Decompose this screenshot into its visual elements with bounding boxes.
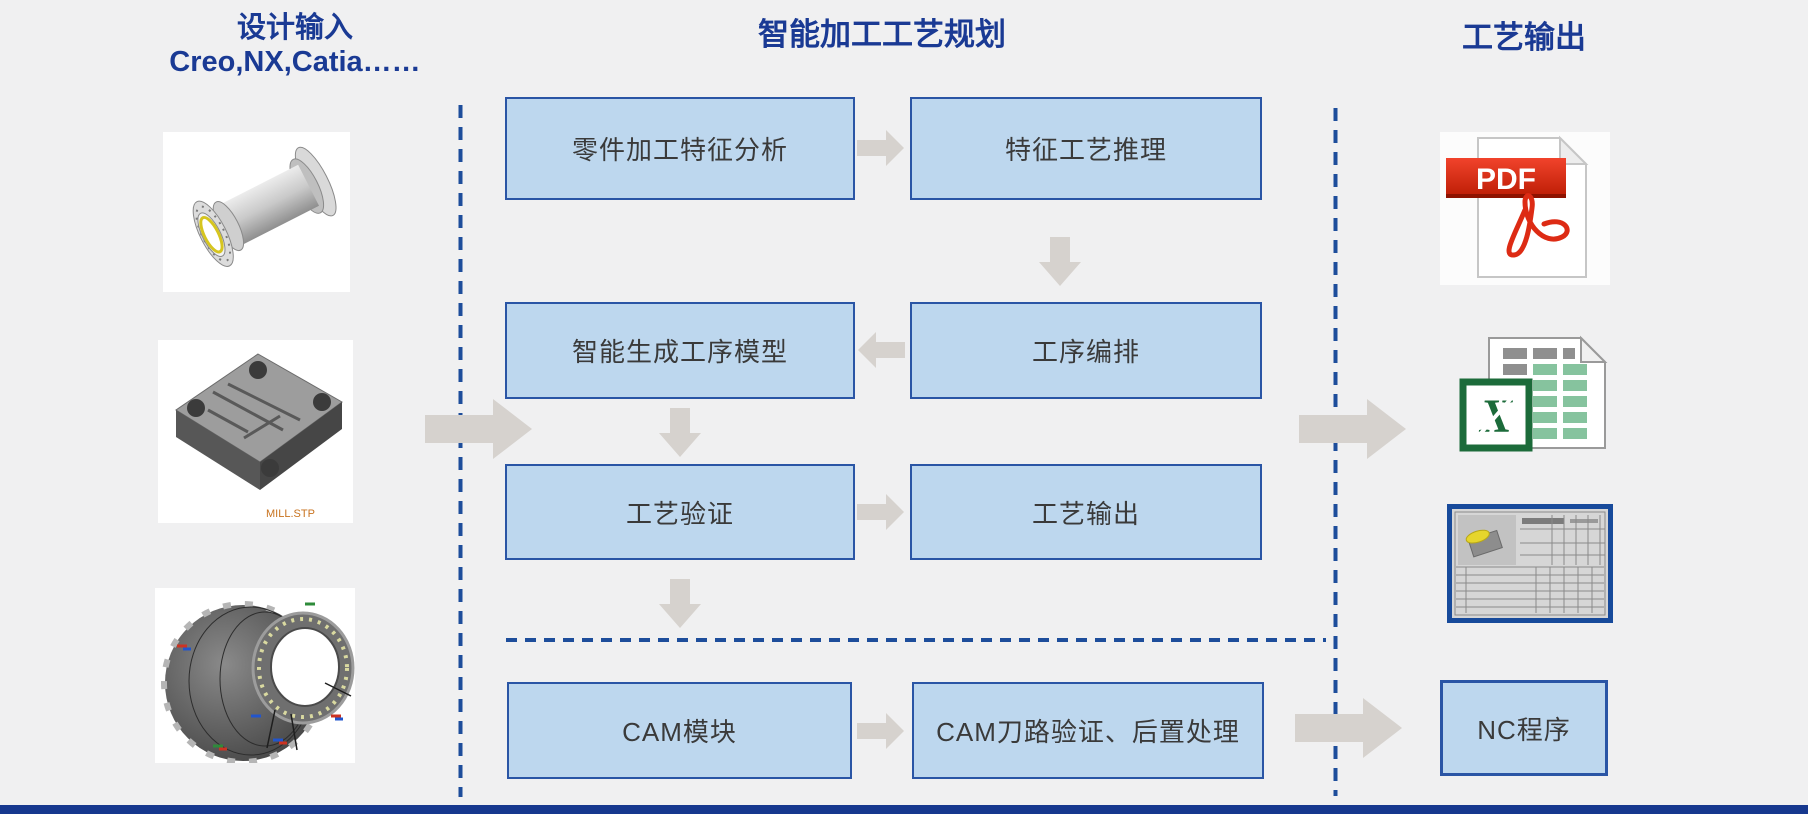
process-output-header: 工艺输出 [1414, 20, 1634, 56]
left-dashed-divider [458, 105, 463, 797]
planning-section-title: 智能加工工艺规划 [758, 17, 1006, 52]
excel-logo-slash [1473, 392, 1517, 442]
flow-box-cam-module: CAM模块 [507, 682, 852, 779]
excel-drawing: X [1459, 335, 1608, 452]
nc-program-label: NC程序 [1477, 714, 1571, 745]
horizontal-dashed-divider [506, 638, 1326, 642]
arrow-left-icon [857, 331, 905, 369]
pdf-drawing: PDF [1446, 135, 1589, 278]
flow-box-label: 工艺验证 [625, 498, 734, 529]
acrobat-swirl-icon [1506, 193, 1570, 258]
big-arrow-planning-to-output-icon [1299, 398, 1407, 460]
shaft-flange-drawing [192, 146, 337, 267]
mold-plate-drawing: MILL.STP [175, 353, 343, 520]
design-input-title: 设计输入 [236, 12, 353, 44]
cad-model-turbine-casing-image [155, 588, 355, 765]
flow-box-feature-analysis: 零件加工特征分析 [505, 97, 855, 200]
flow-box-label: 智能生成工序模型 [571, 337, 788, 367]
planning-section-header: 智能加工工艺规划 [712, 17, 1052, 53]
pdf-file-icon: PDF [1440, 132, 1610, 285]
arrow-right-icon [857, 712, 905, 750]
big-arrow-input-to-planning-icon [425, 398, 533, 460]
cad-model-shaft-image [163, 132, 350, 292]
flow-box-process-model-generation: 智能生成工序模型 [505, 302, 855, 399]
process-output-title: 工艺输出 [1462, 20, 1586, 55]
nc-program-box: NC程序 [1440, 680, 1608, 776]
arrow-down-icon [658, 579, 702, 629]
flow-box-label: CAM模块 [622, 717, 737, 747]
flow-box-process-verification: 工艺验证 [505, 464, 855, 560]
flow-box-cam-toolpath-postprocess: CAM刀路验证、后置处理 [912, 682, 1264, 779]
design-input-header: 设计输入 Creo,NX,Catia…… [130, 12, 460, 79]
flow-box-feature-process-reasoning: 特征工艺推理 [910, 97, 1262, 200]
arrow-right-icon [857, 129, 905, 167]
pdf-badge-label: PDF [1476, 163, 1536, 196]
flow-box-label: 零件加工特征分析 [571, 135, 788, 165]
flow-box-label: 工艺输出 [1031, 498, 1140, 529]
arrow-down-icon [1038, 237, 1082, 287]
flow-box-process-output: 工艺输出 [910, 464, 1262, 560]
process-card-thumbnail [1447, 504, 1613, 623]
mold-file-caption: MILL.STP [266, 508, 315, 520]
right-dashed-divider [1333, 108, 1338, 796]
flow-box-label: CAM刀路验证、后置处理 [936, 717, 1240, 747]
cad-model-mold-plate-image: MILL.STP [158, 340, 353, 523]
arrow-right-icon [857, 493, 905, 531]
bottom-accent-bar [0, 805, 1808, 814]
flow-box-label: 工序编排 [1031, 337, 1140, 367]
excel-file-icon: X [1447, 322, 1612, 462]
turbine-casing-drawing [161, 601, 355, 765]
design-input-subtitle: Creo,NX,Catia…… [169, 45, 421, 78]
big-arrow-cam-to-nc-icon [1295, 697, 1403, 759]
flow-box-process-sequencing: 工序编排 [910, 302, 1262, 399]
flow-box-label: 特征工艺推理 [1004, 135, 1167, 165]
arrow-down-icon [658, 408, 702, 458]
process-card-drawing [1454, 511, 1606, 616]
